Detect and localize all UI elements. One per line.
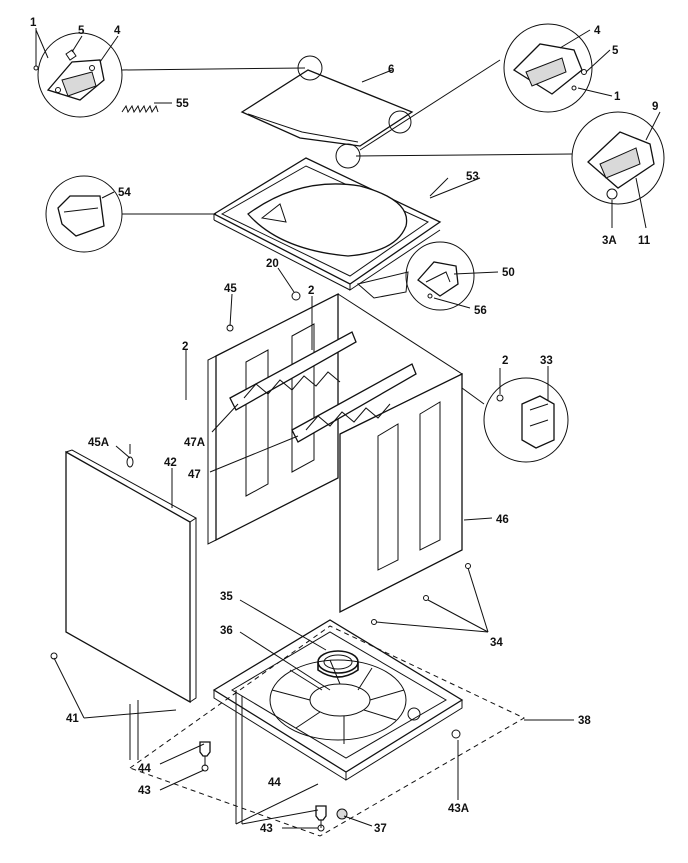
callout-4-topright: 4: [594, 25, 601, 37]
callout-45a: 45A: [88, 437, 109, 449]
callout-56: 56: [474, 305, 487, 317]
front-panel-part: [50, 444, 197, 704]
callout-43-bottom: 43: [260, 823, 273, 835]
callout-44-bottom: 44: [268, 777, 281, 789]
callout-55: 55: [176, 98, 189, 110]
detail-dispenser: [45, 175, 216, 253]
detail-switch: [356, 241, 499, 311]
callout-43a-bottom: 43A: [448, 803, 469, 815]
callout-45: 45: [224, 283, 237, 295]
detail-lid-switch: [355, 111, 665, 229]
callout-46: 46: [496, 514, 509, 526]
callout-1-topleft: 1: [30, 17, 37, 29]
callout-5-topright: 5: [612, 45, 619, 57]
callout-50: 50: [502, 267, 515, 279]
brace-lower: [291, 363, 417, 443]
cabinet-frame: [207, 291, 464, 614]
leveling-legs: [199, 741, 348, 832]
callout-labels: 1 5 4 55 6 4 5 1 9 3A 11 54 53 20 45 2 5…: [30, 17, 658, 835]
callout-9: 9: [652, 101, 658, 113]
callout-43-left: 43: [138, 785, 151, 797]
callout-2-right: 2: [502, 355, 508, 367]
callout-2-left: 2: [182, 341, 188, 353]
callout-38: 38: [578, 715, 591, 727]
lid-part: [240, 55, 414, 147]
callout-1-topright: 1: [614, 91, 621, 103]
callout-36: 36: [220, 625, 233, 637]
callout-4-topleft: 4: [114, 25, 121, 37]
callout-53: 53: [466, 171, 479, 183]
callout-47a: 47A: [184, 437, 205, 449]
detail-hinge-right: [359, 23, 613, 151]
callout-37: 37: [374, 823, 387, 835]
callout-54: 54: [118, 187, 131, 199]
callout-6: 6: [388, 64, 394, 76]
callout-33: 33: [540, 355, 553, 367]
callout-2-top: 2: [308, 285, 314, 297]
detail-bracket: [461, 366, 569, 463]
callout-11: 11: [638, 235, 651, 247]
callout-5-topleft: 5: [78, 25, 85, 37]
callout-41: 41: [66, 713, 79, 725]
top-cover-part: [212, 143, 481, 291]
callout-42: 42: [164, 457, 177, 469]
callout-44-left: 44: [138, 763, 151, 775]
callout-20: 20: [266, 258, 279, 270]
spring-part: [121, 102, 172, 114]
detail-hinge-left: [33, 28, 306, 118]
callout-3a-top: 3A: [602, 235, 617, 247]
callout-47: 47: [188, 469, 201, 481]
callout-35: 35: [220, 591, 233, 603]
leader-lines: [53, 177, 574, 829]
brace-upper: [229, 331, 357, 411]
callout-34: 34: [490, 637, 503, 649]
base-part: [128, 619, 526, 837]
